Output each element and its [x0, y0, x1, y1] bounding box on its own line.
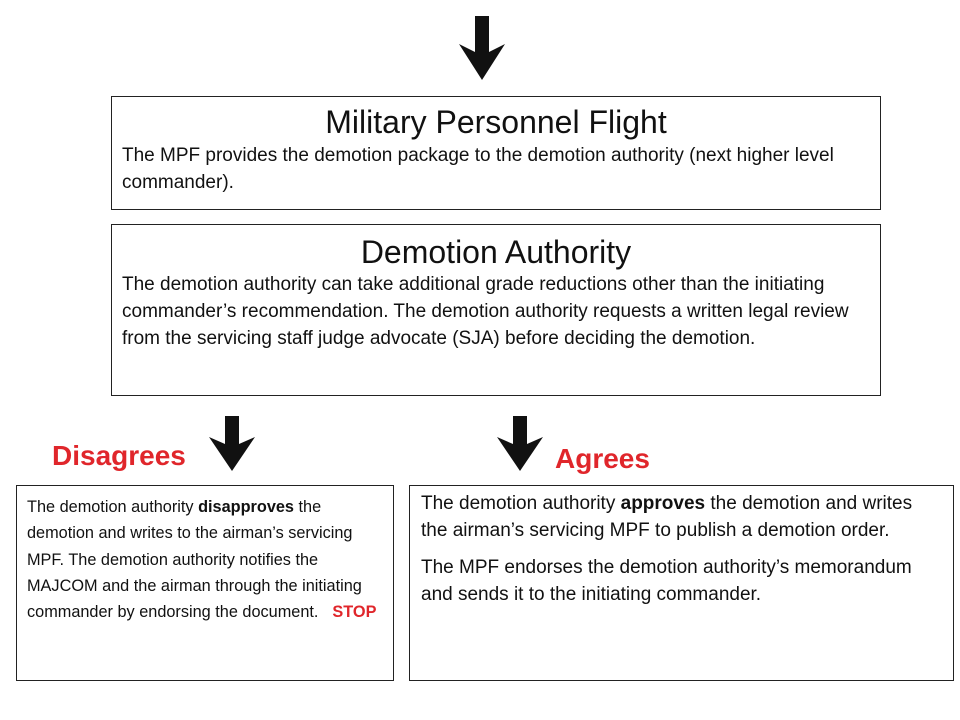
arrow-down-icon-agrees — [497, 416, 543, 471]
arrow-down-icon-top — [459, 16, 505, 80]
mpf-box: Military Personnel Flight The MPF provid… — [111, 96, 881, 210]
approval-box: The demotion authority approves the demo… — [409, 485, 954, 681]
approval-text-after: the demotion and writes the airman’s ser… — [421, 493, 913, 541]
approval-paragraph-1: The demotion authority approves the demo… — [421, 490, 943, 544]
disapproval-box: The demotion authority disapproves the d… — [16, 485, 394, 681]
stop-label: STOP — [332, 603, 377, 622]
disapproves-emphasis: disapproves — [198, 498, 294, 516]
approves-emphasis: approves — [620, 493, 706, 514]
agrees-label: Agrees — [555, 443, 650, 474]
arrow-down-icon-disagrees — [209, 416, 255, 471]
disapproval-text-before: The demotion authority — [27, 498, 199, 516]
demotion-authority-title: Demotion Authority — [360, 234, 632, 270]
mpf-title: Military Personnel Flight — [325, 104, 667, 140]
disagrees-label: Disagrees — [52, 440, 186, 471]
demotion-authority-description: The demotion authority can take addition… — [122, 274, 849, 349]
demotion-authority-box: Demotion Authority The demotion authorit… — [111, 224, 881, 396]
approval-text-before: The demotion authority — [421, 493, 621, 514]
disapproval-text-after: the demotion and writes to the airman’s … — [27, 498, 362, 622]
mpf-description: The MPF provides the demotion package to… — [122, 145, 834, 193]
approval-paragraph-2: The MPF endorses the demotion authority’… — [421, 557, 912, 605]
